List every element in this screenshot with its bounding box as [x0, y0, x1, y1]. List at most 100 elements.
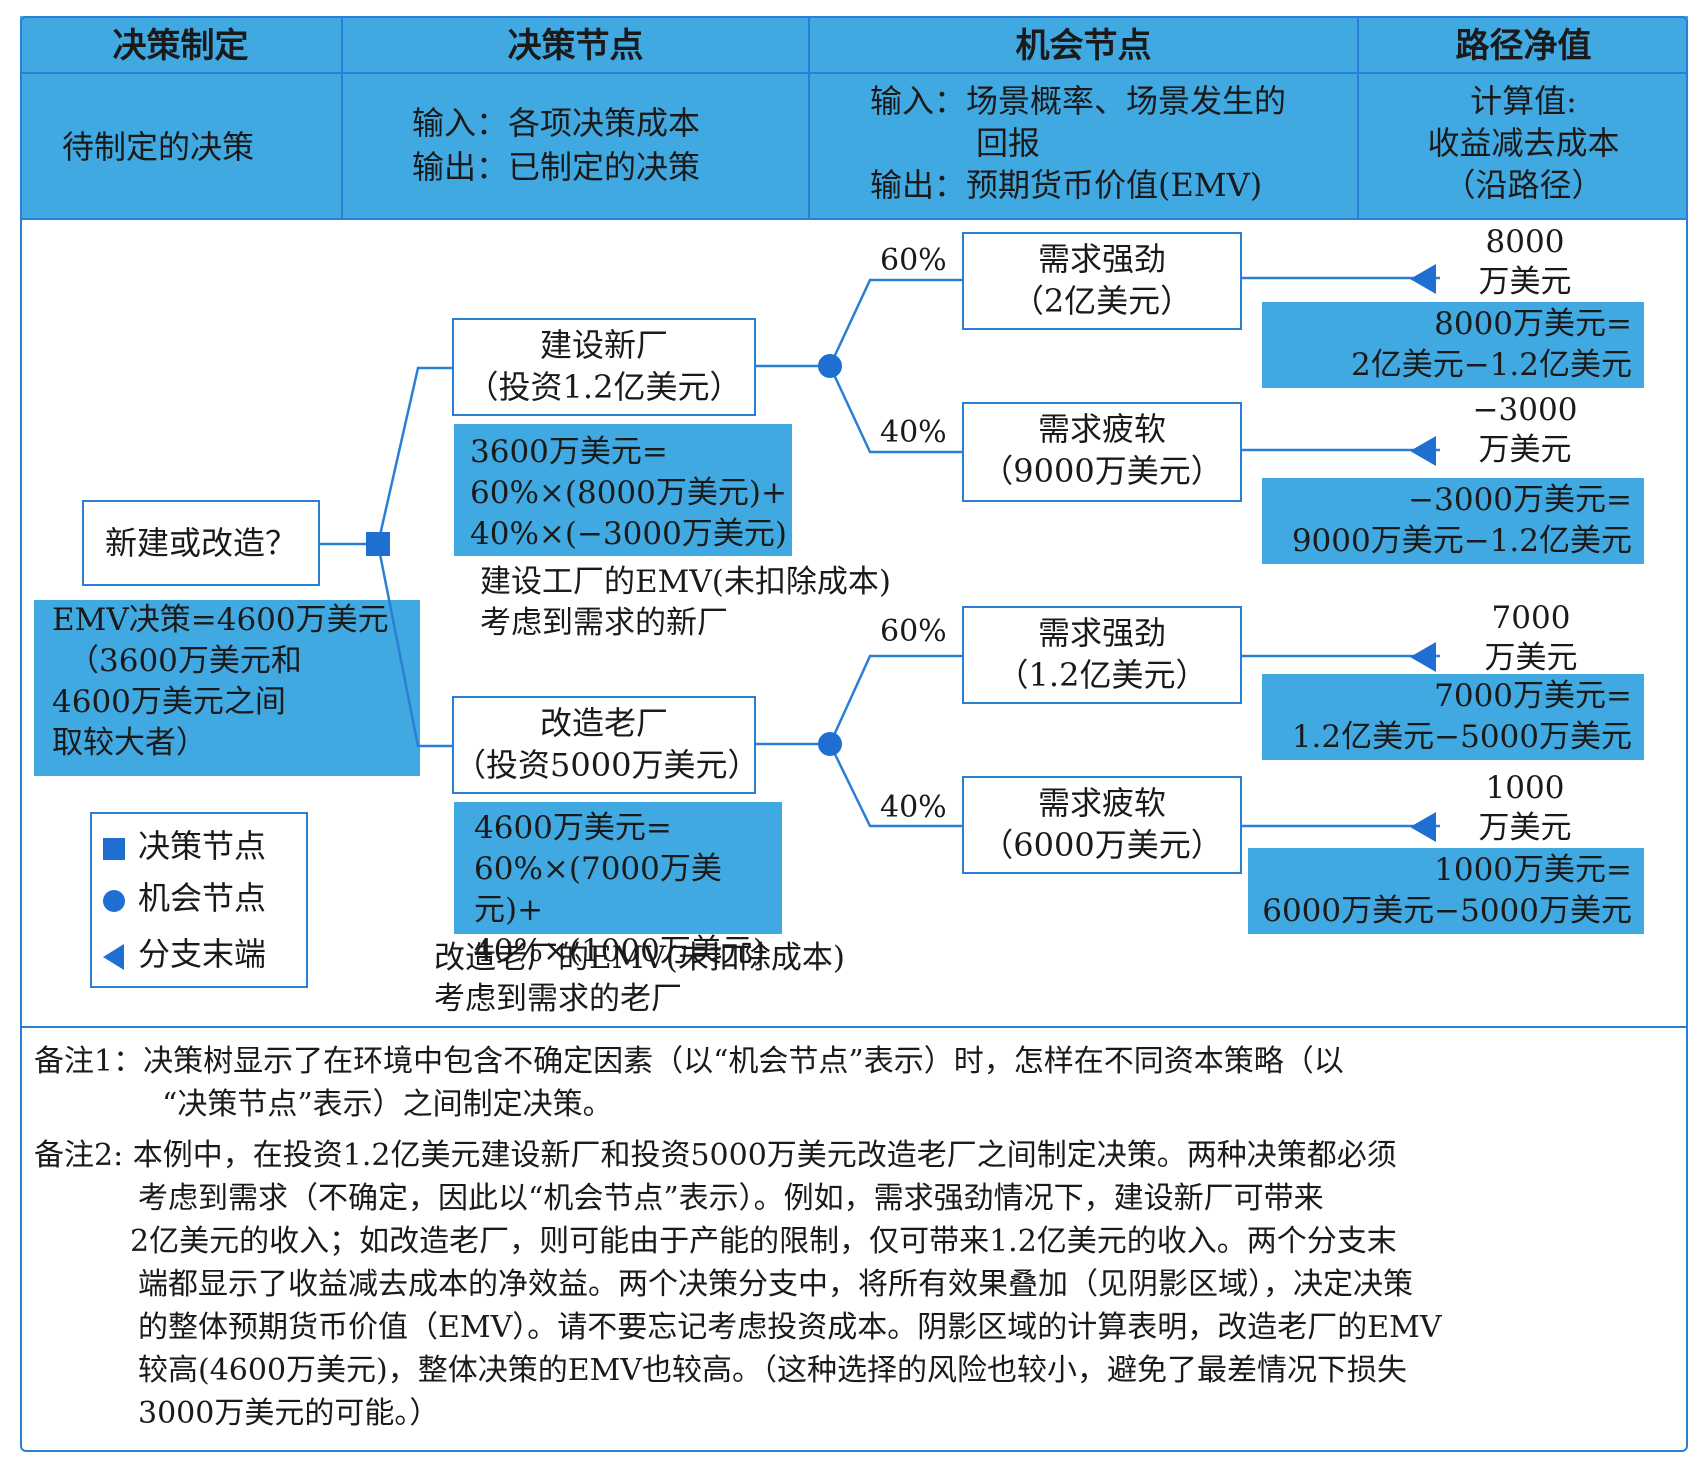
square-icon: [103, 837, 125, 860]
end-value-1-unit: 万美元: [1478, 264, 1572, 300]
col3-output: 输出：预期货币价值(EMV): [870, 166, 1263, 204]
strong-new-calc-shade: 8000万美元= 2亿美元−1.2亿美元: [1262, 302, 1644, 388]
caption-new-plant-line2: 考虑到需求的新厂: [480, 605, 728, 641]
old-plant-emv-line3: 40%×(1000万美元): [474, 933, 765, 969]
strong-old-calc-line2: 1.2亿美元−5000万美元: [1291, 719, 1632, 755]
end-value-3-unit: 万美元: [1484, 640, 1578, 676]
strong-old-calc-line1: 7000万美元=: [1434, 678, 1632, 714]
col2-output: 输出：已制定的决策: [412, 148, 701, 186]
root-decision-label: 新建或改造？: [104, 524, 297, 562]
outcome-new-strong-value: （2亿美元）: [1011, 282, 1193, 320]
outcome-new-strong-title: 需求强劲: [1037, 240, 1166, 278]
new-plant-emv-shade: 3600万美元= 60%×(8000万美元)+ 40%×(−3000万美元): [454, 424, 792, 556]
new-plant-emv-line3: 40%×(−3000万美元): [470, 516, 787, 552]
end-value-4-unit: 万美元: [1478, 810, 1572, 846]
weak-new-calc-line1: −3000万美元=: [1408, 482, 1632, 518]
note-2-line5: 的整体预期货币价值（EMV）。请不要忘记考虑投资成本。阴影区域的计算表明，改造老…: [138, 1310, 1442, 1345]
connector-chance-old-weak: [828, 743, 962, 828]
caption-old-plant-line2: 考虑到需求的老厂: [434, 981, 682, 1017]
legend-chance: 机会节点: [102, 878, 266, 918]
col-title-decision-making: 决策制定: [112, 26, 249, 66]
outcome-new-weak-title: 需求疲软: [1037, 410, 1166, 448]
old-plant-emv-line2: 60%×(7000万美元)+: [474, 851, 722, 928]
connector-chance-old-strong: [828, 654, 962, 745]
note-1-line1: 备注1：决策树显示了在环境中包含不确定因素（以“机会节点”表示）时，怎样在不同资…: [34, 1044, 1344, 1079]
notes-divider: [20, 1026, 1688, 1028]
outcome-new-weak-value: （9000万美元）: [981, 452, 1223, 490]
decision-node-square: [366, 532, 390, 556]
branch-box-old-plant: 改造老厂 （投资5000万美元）: [452, 696, 760, 794]
old-plant-emv-shade: 4600万美元= 60%×(7000万美元)+ 40%×(1000万美元): [454, 802, 782, 969]
caption-new-plant-line1: 建设工厂的EMV(未扣除成本): [480, 564, 891, 600]
caption-new-plant: 建设工厂的EMV(未扣除成本) 考虑到需求的新厂: [480, 562, 891, 644]
col-divider-1: [341, 16, 343, 220]
diagram-frame: [20, 16, 1688, 1452]
note-2-line1: 备注2: 本例中，在投资1.2亿美元建设新厂和投资5000万美元改造老厂之间制定…: [34, 1138, 1397, 1173]
chance-node-new: [818, 354, 842, 378]
root-emv-line4: 取较大者）: [52, 725, 207, 761]
caption-old-plant: 改造老厂的EMV(未扣除成本) 考虑到需求的老厂: [434, 938, 845, 1020]
new-plant-emv-line2: 60%×(8000万美元)+: [470, 475, 787, 511]
end-value-3-num: 7000: [1491, 600, 1571, 636]
connector-chance-new-strong: [828, 278, 962, 367]
col-divider-3: [1357, 16, 1359, 220]
end-value-2: −3000 万美元: [1450, 390, 1600, 470]
note-2-line2: 考虑到需求（不确定，因此以“机会节点”表示）。例如，需求强劲情况下，建设新厂可带…: [138, 1181, 1324, 1216]
branch-new-plant-cost: （投资1.2亿美元）: [466, 368, 742, 406]
branch-old-plant-title: 改造老厂: [539, 704, 668, 742]
end-value-2-unit: 万美元: [1478, 432, 1572, 468]
col4-line2: 收益减去成本: [1427, 124, 1620, 162]
col4-line3: （沿路径）: [1443, 166, 1604, 204]
prob-new-strong: 60%: [880, 243, 947, 278]
chance-node-old: [818, 732, 842, 756]
note-2-line6: 较高(4600万美元)，整体决策的EMV也较高。（这种选择的风险也较小，避免了最…: [138, 1353, 1408, 1388]
col-divider-2: [808, 16, 810, 220]
outcome-old-weak-value: （6000万美元）: [981, 826, 1223, 864]
terminal-triangle-2: [1410, 436, 1436, 466]
col3-input-cont: 回报: [976, 124, 1041, 162]
col1-desc: 待制定的决策: [62, 128, 255, 166]
branch-box-new-plant: 建设新厂 （投资1.2亿美元）: [452, 318, 756, 416]
col3-input: 输入：场景概率、场景发生的: [870, 82, 1287, 120]
weak-old-calc-shade: 1000万美元= 6000万美元−5000万美元: [1248, 848, 1644, 934]
header-divider: [20, 72, 1688, 74]
weak-old-calc-line1: 1000万美元=: [1434, 852, 1632, 888]
terminal-triangle-1: [1410, 264, 1436, 294]
prob-old-weak: 40%: [880, 790, 947, 825]
header-band: [20, 16, 1688, 220]
note-2-line4: 端都显示了收益减去成本的净效益。两个决策分支中，将所有效果叠加（见阴影区域），决…: [138, 1267, 1413, 1302]
strong-new-calc-line2: 2亿美元−1.2亿美元: [1351, 347, 1632, 383]
outcome-box-new-strong: 需求强劲 （2亿美元）: [962, 232, 1242, 330]
end-value-3: 7000 万美元: [1456, 598, 1606, 678]
legend-chance-label: 机会节点: [138, 879, 267, 917]
legend-terminal-label: 分支末端: [138, 935, 267, 973]
col-title-path-value: 路径净值: [1455, 26, 1592, 66]
root-emv-line1: EMV决策=4600万美元: [52, 602, 389, 638]
legend: 决策节点 机会节点 分支末端: [90, 812, 308, 988]
outcome-box-old-strong: 需求强劲 （1.2亿美元）: [962, 606, 1242, 704]
note-1-line2: “决策节点”表示）之间制定决策。: [162, 1087, 613, 1122]
terminal-triangle-3: [1410, 642, 1436, 672]
outcome-box-old-weak: 需求疲软 （6000万美元）: [962, 776, 1242, 874]
branch-new-plant-title: 建设新厂: [539, 326, 668, 364]
legend-terminal: 分支末端: [102, 934, 266, 974]
weak-new-calc-shade: −3000万美元= 9000万美元−1.2亿美元: [1262, 478, 1644, 564]
outcome-old-weak-title: 需求疲软: [1037, 784, 1166, 822]
legend-decision: 决策节点: [102, 826, 266, 866]
connector-decision-new: [376, 366, 454, 545]
weak-new-calc-line2: 9000万美元−1.2亿美元: [1291, 523, 1632, 559]
connector-chance-new-weak: [828, 365, 962, 454]
branch-old-plant-cost: （投资5000万美元）: [454, 746, 760, 784]
triangle-left-icon: [103, 943, 124, 970]
outcome-old-strong-value: （1.2亿美元）: [996, 656, 1208, 694]
root-decision-box: 新建或改造？: [82, 500, 320, 586]
note-2-line3: 2亿美元的收入；如改造老厂，则可能由于产能的限制，仅可带来1.2亿美元的收入。两…: [130, 1224, 1397, 1259]
col-title-chance-node: 机会节点: [1015, 26, 1152, 66]
connector-decision-old: [376, 543, 454, 748]
note-2-line7: 3000万美元的可能。）: [138, 1396, 440, 1431]
col-title-decision-node: 决策节点: [507, 26, 644, 66]
col2-input: 输入：各项决策成本: [412, 104, 701, 142]
prob-new-weak: 40%: [880, 415, 947, 450]
col4-line1: 计算值:: [1470, 82, 1577, 120]
